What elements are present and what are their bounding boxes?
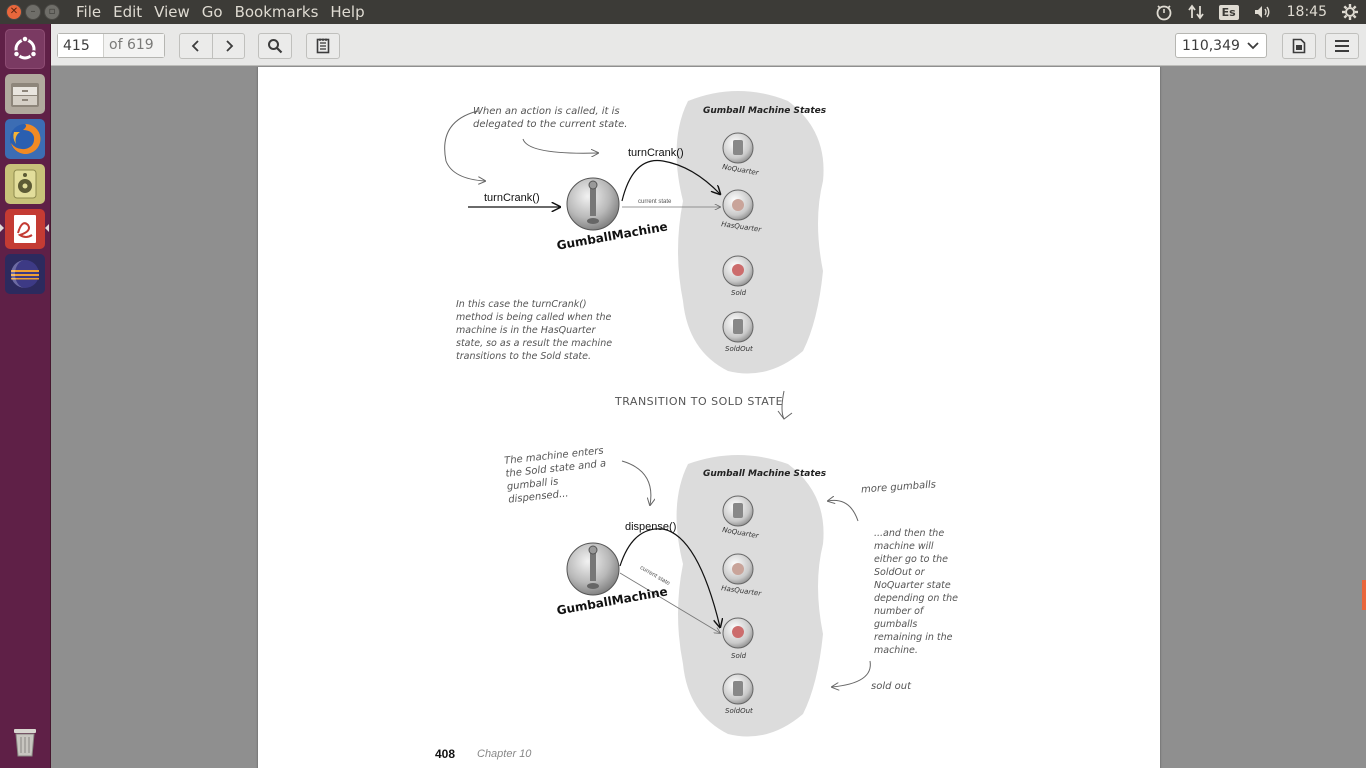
current-state-pointer-bottom <box>619 572 720 633</box>
zoom-value: 110,349 <box>1182 37 1240 54</box>
page-selector: of 619 <box>57 33 165 58</box>
document-view[interactable]: When an action is called, it is delegate… <box>51 67 1366 768</box>
document-properties-button[interactable] <box>1282 33 1316 59</box>
menu-edit[interactable]: Edit <box>113 3 143 21</box>
menu-file[interactable]: File <box>76 3 102 21</box>
window-controls: ✕ – ▫ <box>6 4 60 20</box>
annotations-button[interactable] <box>306 33 340 59</box>
states-blob-top <box>676 91 824 374</box>
callout-action-text: When an action is called, it is delegate… <box>473 106 628 130</box>
network-icon[interactable] <box>1180 0 1212 24</box>
then-explanation-text: ...and then the machine will either go t… <box>874 528 958 656</box>
callout-arrow-action <box>444 110 485 181</box>
clock[interactable]: 18:45 <box>1286 4 1327 20</box>
top-explanation-text: In this case the turnCrank() method is b… <box>456 299 613 362</box>
keyboard-layout-indicator[interactable]: Es <box>1212 0 1246 24</box>
hamburger-menu-icon <box>1335 40 1349 52</box>
music-player-icon[interactable] <box>5 164 45 204</box>
states-blob-bottom <box>676 455 824 737</box>
ubuntu-dash-icon[interactable] <box>5 29 45 69</box>
state-label-sold-top: Sold <box>731 289 747 297</box>
transition-label: TRANSITION TO SOLD STATE <box>615 395 784 408</box>
state-label-soldout-top: SoldOut <box>725 345 753 353</box>
next-page-button[interactable] <box>212 33 245 59</box>
state-ball-sold-top <box>722 255 754 287</box>
restore-window-button[interactable]: ▫ <box>44 4 60 20</box>
dispense-label: dispense() <box>625 521 677 533</box>
files-icon[interactable] <box>5 74 45 114</box>
turncrank-arrow-label: turnCrank() <box>628 147 684 159</box>
page-count-label: of 619 <box>104 34 164 57</box>
menu-bookmarks[interactable]: Bookmarks <box>234 3 319 21</box>
dispense-arrow <box>619 528 720 627</box>
top-panel: ✕ – ▫ File Edit View Go Bookmarks Help E… <box>0 0 1366 24</box>
eclipse-icon[interactable] <box>5 254 45 294</box>
keyboard-layout-label: Es <box>1218 4 1239 20</box>
document-page: When an action is called, it is delegate… <box>258 67 1160 768</box>
annotate-icon <box>316 38 330 54</box>
document-icon <box>1292 38 1306 54</box>
state-ball-soldout-bottom <box>722 673 754 705</box>
menu-go[interactable]: Go <box>201 3 223 21</box>
page-illustration <box>444 91 871 737</box>
gumball-machine-top <box>566 177 620 231</box>
state-ball-noquarter-bottom <box>722 495 754 527</box>
chevron-left-icon <box>191 40 199 52</box>
menubar: File Edit View Go Bookmarks Help <box>70 2 371 22</box>
firefox-icon[interactable] <box>5 119 45 159</box>
state-ball-sold-bottom <box>722 617 754 649</box>
state-ball-hasquarter-top <box>722 189 754 221</box>
gumball-machine-bottom <box>566 542 620 596</box>
page-header-fragment <box>433 67 437 74</box>
minimize-window-button[interactable]: – <box>25 4 41 20</box>
chevron-right-icon <box>225 40 233 52</box>
settings-gear-icon[interactable] <box>1334 0 1366 24</box>
state-label-sold-bottom: Sold <box>731 652 747 660</box>
more-gumballs-arrow <box>828 500 859 522</box>
state-label-soldout-bottom: SoldOut <box>725 707 753 715</box>
chapter-label: Chapter 10 <box>477 748 532 760</box>
callout-arrow-action-2 <box>522 138 598 153</box>
states-title-bottom: Gumball Machine States <box>703 469 827 479</box>
timer-icon[interactable] <box>1148 0 1180 24</box>
search-icon <box>268 39 283 54</box>
system-indicators: Es 18:45 <box>1148 0 1366 24</box>
volume-icon[interactable] <box>1246 0 1280 24</box>
focused-indicator <box>45 224 49 232</box>
trash-icon[interactable] <box>5 722 45 762</box>
launcher <box>0 24 51 768</box>
current-state-label-top: current state <box>638 199 672 205</box>
viewer-toolbar: of 619 110,349 <box>51 24 1366 66</box>
menu-view[interactable]: View <box>154 3 190 21</box>
menu-help[interactable]: Help <box>330 3 365 21</box>
turncrank-input-label: turnCrank() <box>484 192 540 204</box>
state-ball-noquarter-top <box>722 132 754 164</box>
previous-page-button[interactable] <box>179 33 213 59</box>
transition-arrow <box>777 390 793 420</box>
running-indicator <box>0 224 4 232</box>
page-number: 408 <box>435 747 456 761</box>
callout-arrow-enter <box>621 460 651 505</box>
find-button[interactable] <box>258 33 292 59</box>
zoom-selector[interactable]: 110,349 <box>1175 33 1267 58</box>
state-ball-soldout-top <box>722 311 754 343</box>
state-ball-hasquarter-bottom <box>722 553 754 585</box>
page-number-input[interactable] <box>58 34 104 57</box>
close-window-button[interactable]: ✕ <box>6 4 22 20</box>
chevron-down-icon <box>1247 41 1259 49</box>
scroll-indicator[interactable] <box>1362 580 1366 610</box>
document-viewer-icon[interactable] <box>5 209 45 249</box>
sold-out-text: sold out <box>871 681 912 692</box>
states-title-top: Gumball Machine States <box>703 106 827 116</box>
main-menu-button[interactable] <box>1325 33 1359 59</box>
sold-out-arrow <box>832 660 871 687</box>
turncrank-delegate-arrow <box>621 159 720 202</box>
